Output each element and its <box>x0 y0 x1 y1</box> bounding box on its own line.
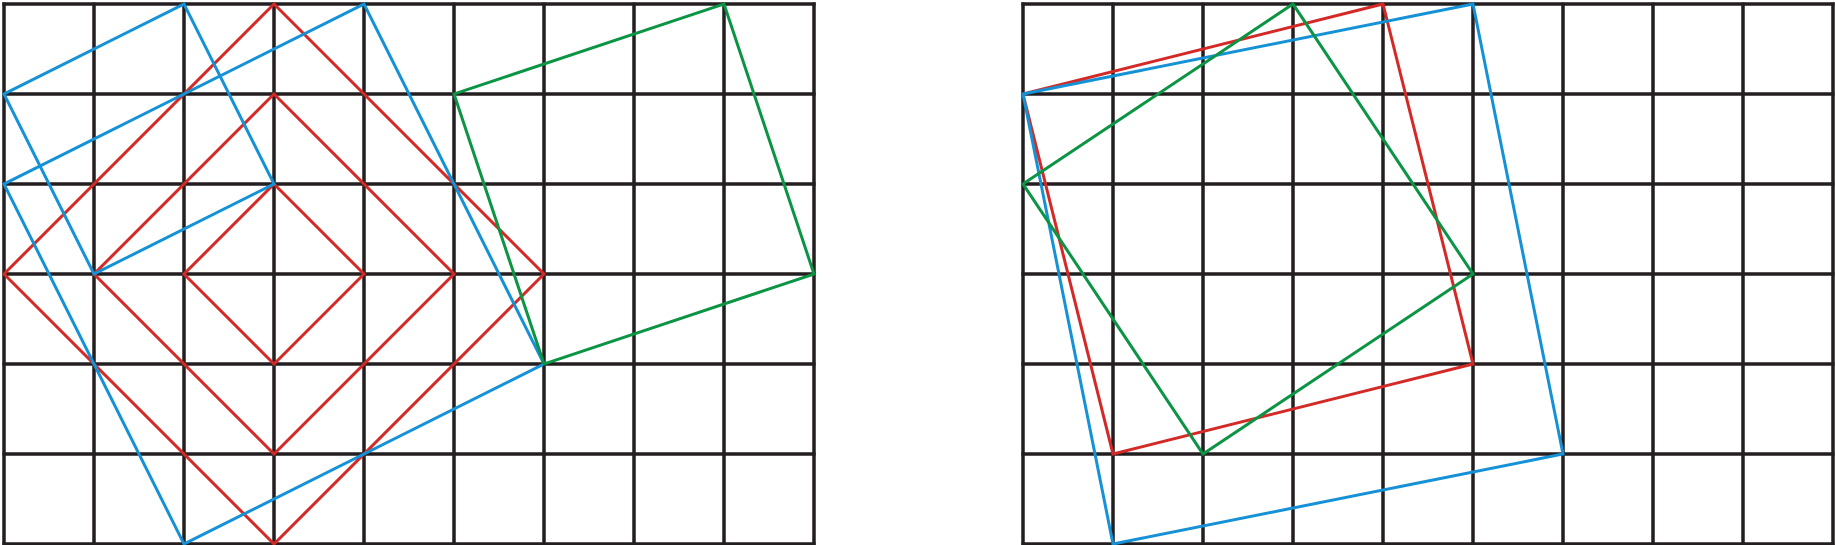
red-square-small <box>181 181 367 367</box>
right-grid-panel <box>1020 1 1835 545</box>
right-grid-shapes <box>1020 1 1565 545</box>
green-square <box>1020 1 1476 457</box>
blue-square <box>1021 2 1565 545</box>
blue-square-small <box>1 1 277 277</box>
red-square <box>1021 2 1475 456</box>
red-square-medium <box>91 91 457 457</box>
right-grid-lines <box>1021 2 1835 545</box>
left-grid-lines <box>2 2 816 545</box>
green-square <box>452 2 816 366</box>
left-grid-shapes <box>1 1 816 545</box>
left-grid-panel <box>1 1 816 545</box>
